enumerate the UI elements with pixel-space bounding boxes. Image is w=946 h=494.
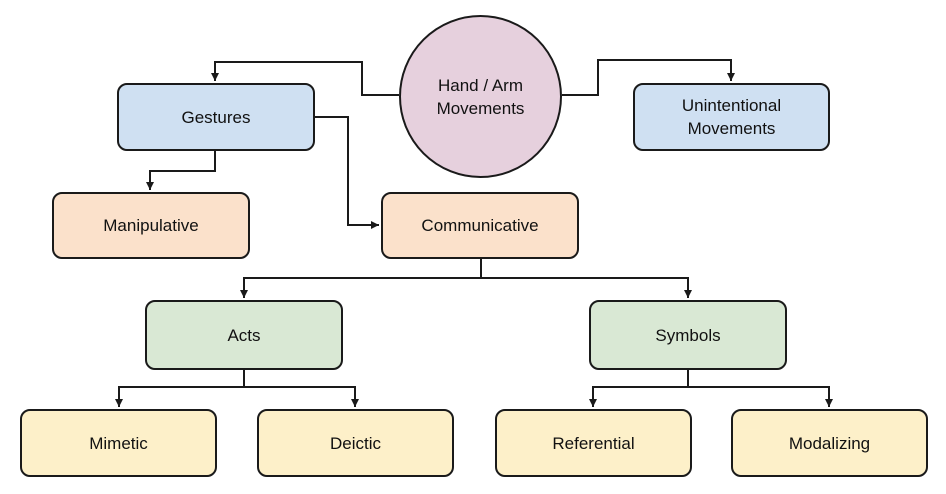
node-symbols: Symbols — [589, 300, 787, 370]
node-gestures-label: Gestures — [181, 107, 251, 127]
node-modalizing: Modalizing — [731, 409, 928, 477]
edge-communicative-to-symbols — [481, 277, 692, 298]
node-unintentional-movements: Unintentional Movements — [633, 83, 830, 151]
node-referential: Referential — [495, 409, 692, 477]
node-acts-label: Acts — [227, 325, 261, 345]
node-hand-arm-movements-label: Hand / Arm Movements — [436, 75, 525, 118]
node-deictic: Deictic — [257, 409, 454, 477]
edge-symbols-to-referential — [589, 370, 689, 407]
node-manipulative-label: Manipulative — [103, 216, 199, 235]
node-gestures: Gestures — [117, 83, 315, 151]
node-hand-arm-movements: Hand / Arm Movements — [399, 15, 562, 178]
edge-acts-to-deictic — [244, 386, 359, 407]
node-mimetic: Mimetic — [20, 409, 217, 477]
node-mimetic-label: Mimetic — [89, 433, 148, 453]
edge-gestures-to-communicative — [315, 116, 379, 229]
node-acts: Acts — [145, 300, 343, 370]
node-unintentional-movements-label: Unintentional Movements — [681, 96, 782, 138]
edge-communicative-to-acts — [240, 259, 482, 298]
edge-root-to-gestures — [211, 61, 399, 96]
edge-acts-to-mimetic — [115, 370, 245, 407]
node-communicative: Communicative — [381, 192, 579, 259]
edge-gestures-to-manipulative — [146, 151, 216, 190]
edge-symbols-to-modalizing — [688, 386, 833, 407]
node-modalizing-label: Modalizing — [788, 433, 871, 453]
node-communicative-label: Communicative — [421, 216, 539, 235]
node-deictic-label: Deictic — [329, 433, 381, 453]
edge-root-to-unintentional — [562, 59, 735, 96]
node-manipulative: Manipulative — [52, 192, 250, 259]
node-referential-label: Referential — [552, 433, 635, 453]
node-symbols-label: Symbols — [655, 325, 721, 345]
